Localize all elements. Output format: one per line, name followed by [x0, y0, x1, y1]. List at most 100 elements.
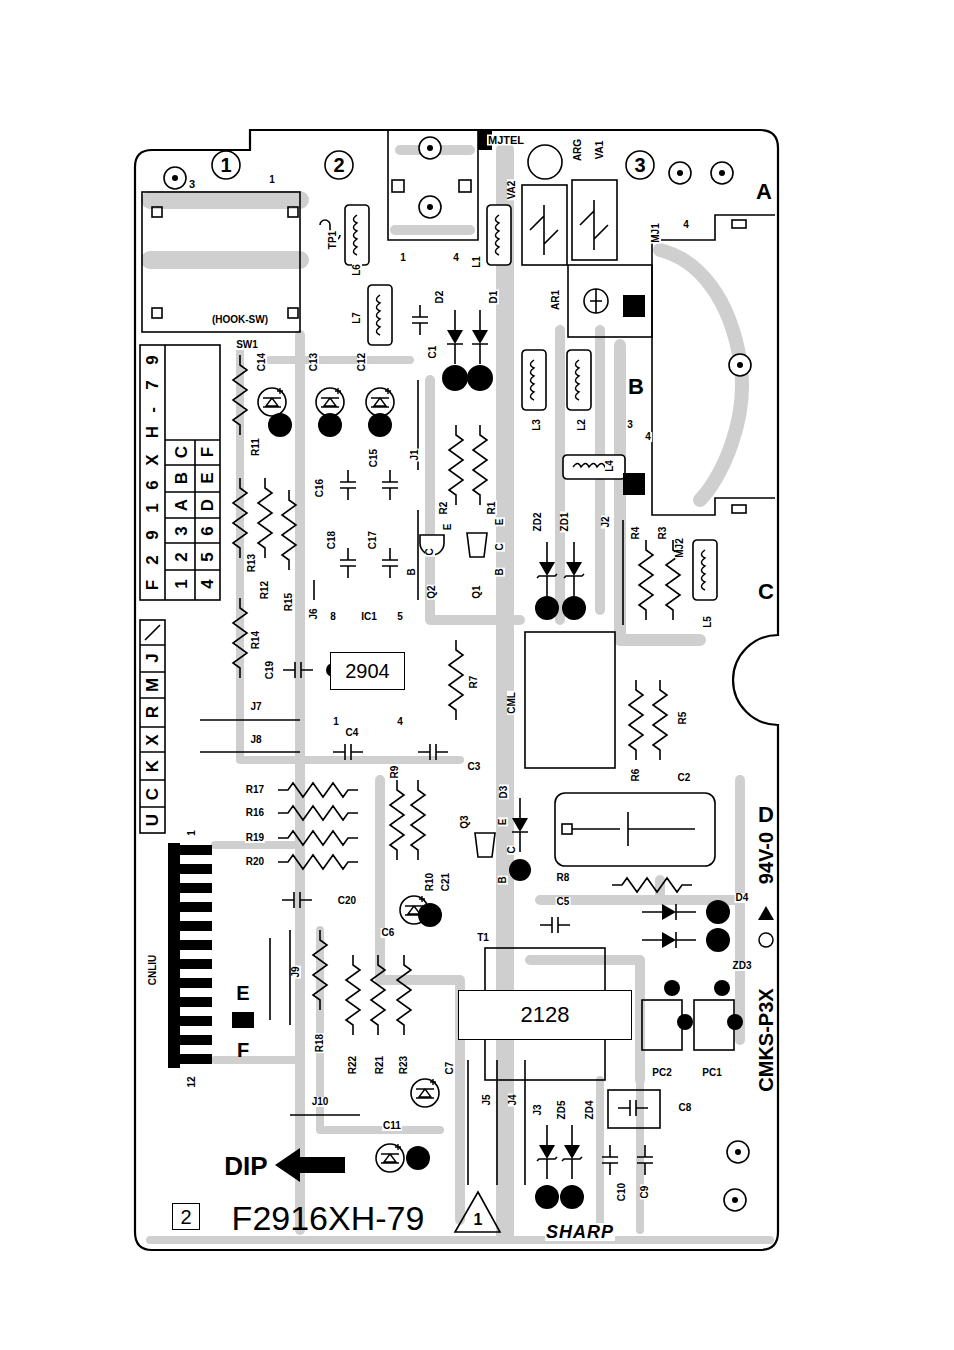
silkscreen-label: E	[495, 518, 505, 527]
silkscreen-label: U	[144, 813, 161, 827]
mounting-holes	[626, 151, 654, 179]
label-text: SW1	[235, 340, 259, 350]
label-text: R1	[487, 501, 497, 516]
label-text: J6	[309, 607, 319, 620]
silkscreen-label: C9	[640, 1185, 650, 1200]
label-text: C19	[265, 660, 275, 680]
copper-traces	[395, 150, 470, 230]
silkscreen-label: ZD3	[732, 961, 753, 971]
label-text: 5	[199, 551, 216, 562]
label-text: M	[144, 677, 161, 693]
label-text: ZD4	[585, 1100, 595, 1121]
silkscreen-label: R18	[315, 1033, 325, 1053]
silkscreen-label: C10	[617, 1182, 627, 1202]
silkscreen-label: J2	[601, 515, 611, 528]
silkscreen-label: 4	[682, 220, 690, 230]
label-text: R6	[631, 768, 641, 783]
silkscreen-label: CNLIU	[148, 954, 158, 987]
silkscreen-label: R17	[245, 785, 265, 795]
label-text: DIP	[223, 1153, 268, 1179]
outlines	[459, 180, 471, 192]
solder-pads	[232, 1012, 254, 1028]
components	[278, 855, 358, 869]
label-text: J4	[508, 1093, 518, 1106]
solder-pads	[368, 413, 392, 437]
components	[473, 425, 487, 505]
label-text: E	[495, 518, 505, 527]
silkscreen-label: L6	[352, 263, 362, 277]
label-text: R	[144, 705, 161, 719]
label-text: C20	[337, 896, 357, 906]
label-text: TP1	[328, 230, 338, 250]
label-text: K	[144, 759, 161, 773]
silkscreen-label: 4	[452, 253, 460, 263]
label-text: 12	[187, 1075, 197, 1088]
label-text: L3	[532, 418, 542, 432]
silkscreen-label: C21	[441, 872, 451, 892]
components	[447, 310, 463, 364]
silkscreen-label: B	[173, 471, 190, 485]
copper-traces	[270, 356, 410, 364]
chip-marking-box: 2128	[458, 990, 632, 1040]
components	[346, 955, 360, 1035]
board-outline	[135, 130, 778, 1250]
label-text: R3	[658, 526, 668, 541]
silkscreen-label: J3	[533, 1103, 543, 1116]
label-text: 4	[452, 253, 460, 263]
silkscreen-label: VA2	[507, 180, 517, 201]
silkscreen-label: E	[235, 983, 250, 1003]
components	[233, 355, 247, 435]
label-text: E	[498, 818, 508, 827]
silkscreen-label: 6	[144, 479, 161, 490]
silkscreen-label: SW1	[235, 340, 259, 350]
silkscreen-label: C19	[265, 660, 275, 680]
solder-pads	[442, 365, 468, 391]
copper-traces	[240, 350, 460, 760]
silkscreen-label: ZD4	[585, 1100, 595, 1121]
silkscreen-label: DIP	[223, 1153, 268, 1179]
mounting-holes	[724, 1189, 746, 1211]
components	[397, 955, 411, 1035]
label-text: R23	[399, 1055, 409, 1075]
silkscreen-label: R21	[375, 1055, 385, 1075]
components	[418, 744, 448, 760]
components	[233, 598, 247, 678]
label-text: VA2	[507, 180, 517, 201]
silkscreen-label: C2	[677, 773, 692, 783]
label-text: C4	[345, 728, 360, 738]
label-text: 2	[332, 155, 345, 175]
label-text: R19	[245, 833, 265, 843]
outlines	[562, 824, 572, 834]
silkscreen-label: D3	[499, 785, 509, 800]
solder-pads	[168, 921, 212, 931]
part-number: 2904	[345, 661, 390, 681]
label-text: C10	[617, 1182, 627, 1202]
label-text: 5	[396, 612, 404, 622]
components	[487, 205, 511, 265]
label-text: 6	[144, 479, 161, 490]
solder-pads	[467, 365, 493, 391]
label-text: D	[199, 498, 216, 512]
components	[512, 798, 528, 852]
silkscreen-label: R8	[556, 873, 571, 883]
components	[449, 425, 463, 505]
silkscreen-label: 6	[199, 525, 216, 536]
silkscreen-label: 1	[187, 829, 197, 837]
components	[618, 1100, 648, 1116]
label-text: Q1	[472, 584, 482, 599]
silkscreen-label: 5	[396, 612, 404, 622]
components	[282, 892, 312, 908]
solder-pads	[562, 596, 586, 620]
components	[333, 744, 363, 760]
outlines	[525, 632, 615, 768]
solder-pads	[168, 997, 212, 1007]
silkscreen-label: 9	[144, 354, 161, 365]
silkscreen-label: Q2	[427, 584, 437, 599]
label-text: L5	[703, 615, 713, 629]
label-text: B	[498, 875, 508, 884]
label-text: C	[425, 547, 435, 556]
silkscreen-label: B	[407, 567, 417, 576]
label-text: C3	[467, 762, 482, 772]
silkscreen-label: H	[144, 425, 161, 439]
components	[467, 533, 487, 557]
